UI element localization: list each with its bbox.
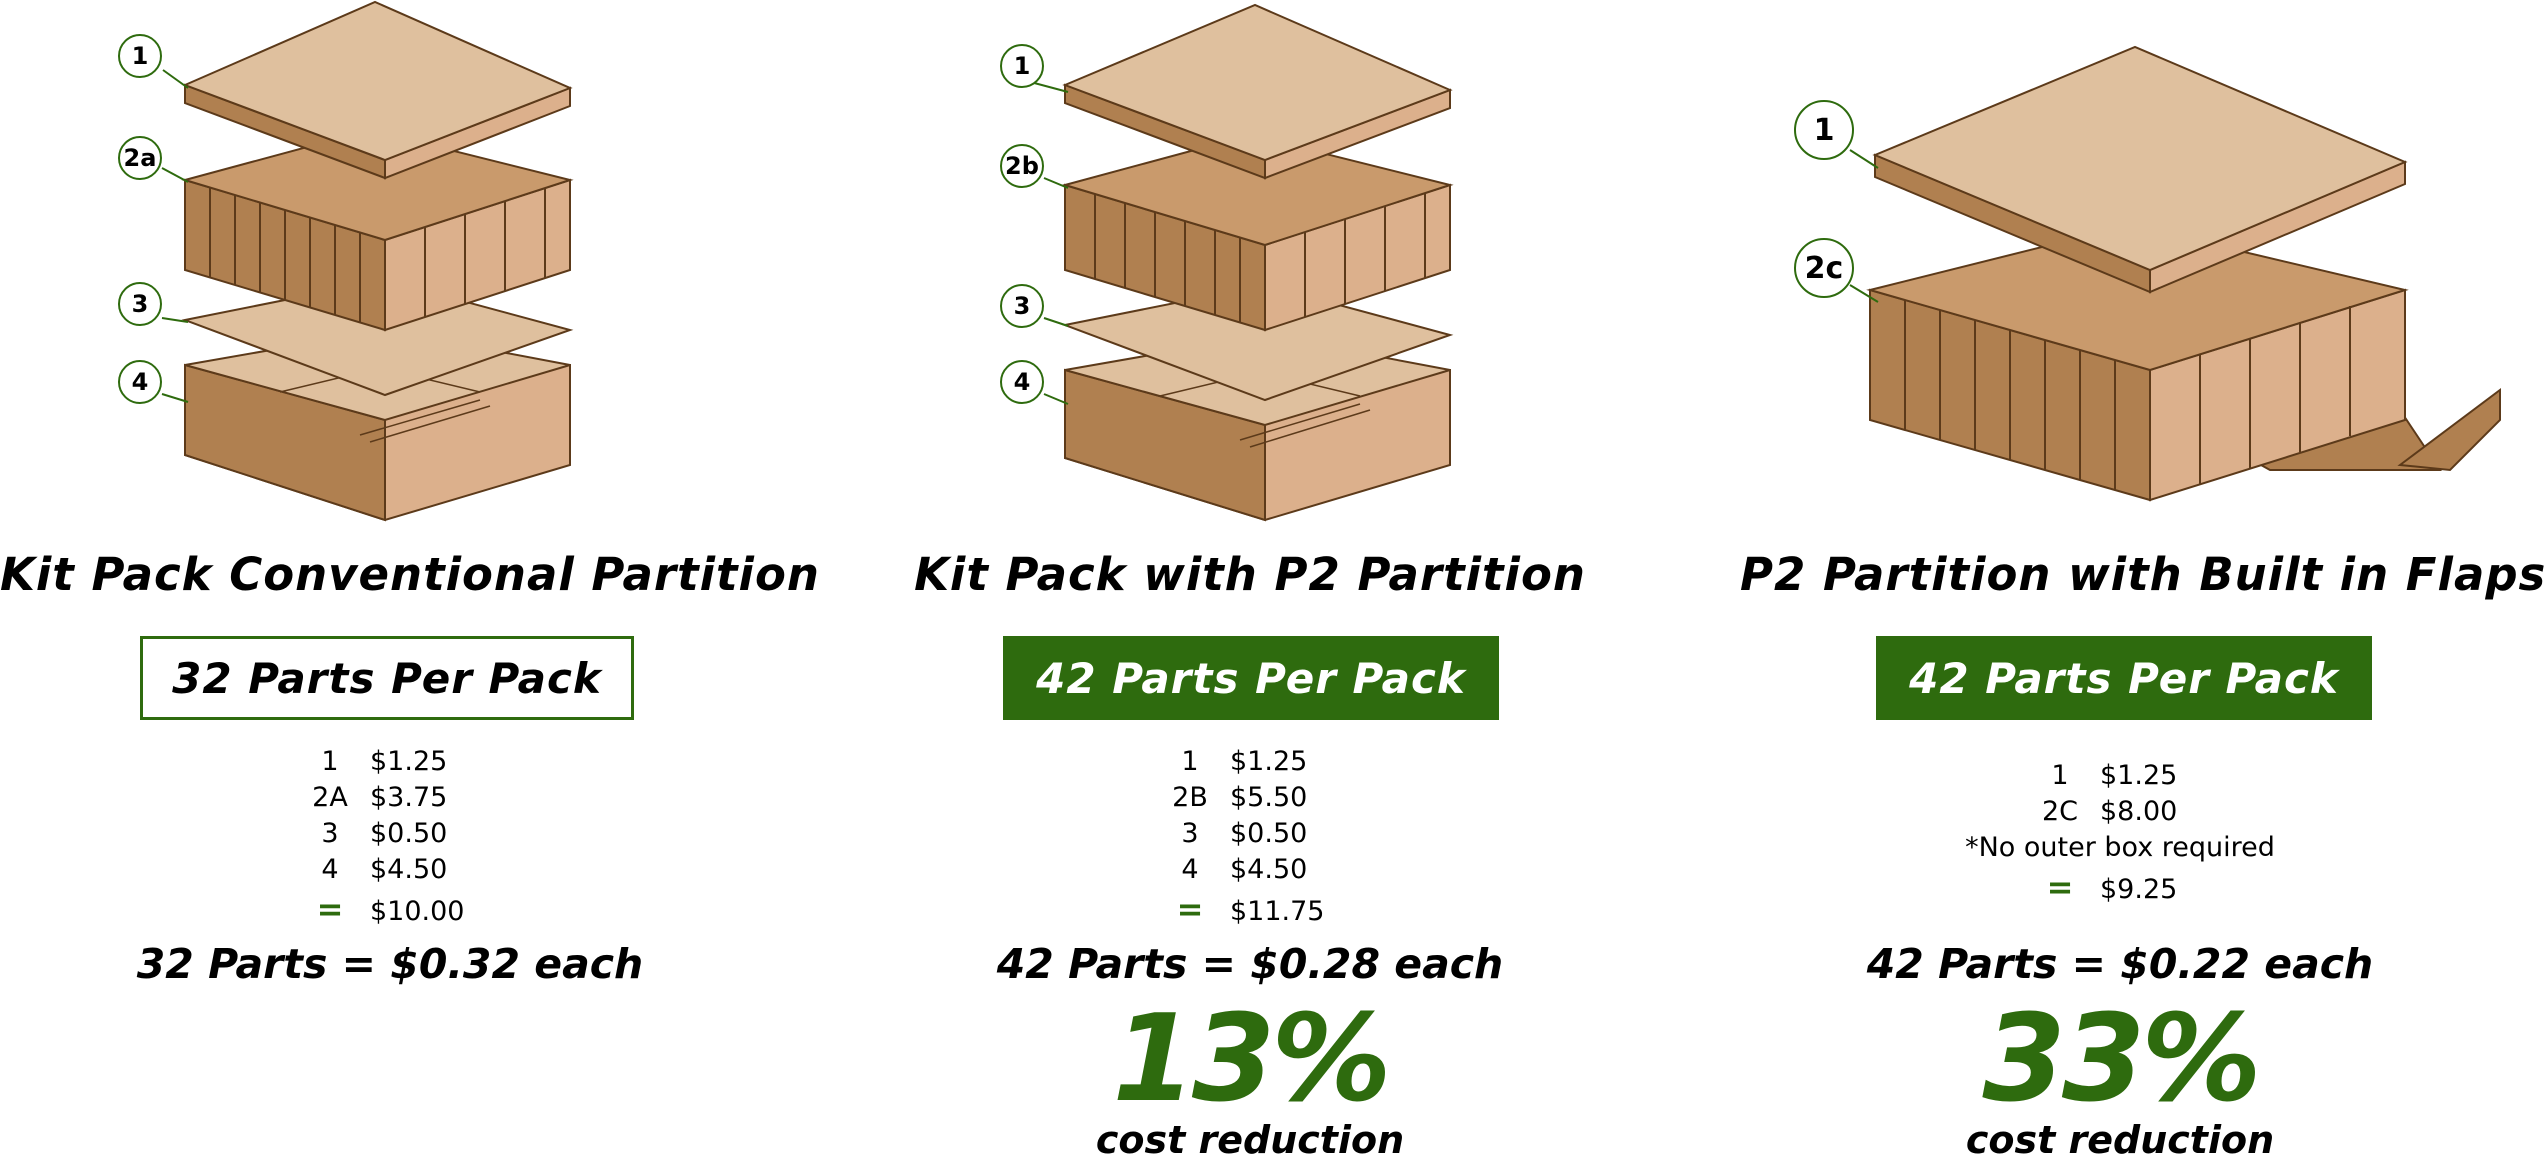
cost-breakdown: 1$1.25 2A$3.75 3$0.50 4$4.50 = $10.00	[0, 746, 780, 928]
exploded-diagram-flaps: 1 2c	[1740, 0, 2501, 540]
svg-text:2b: 2b	[1005, 152, 1039, 180]
svg-text:3: 3	[1014, 292, 1031, 320]
exploded-diagram-svg: 1 2c	[1794, 45, 2501, 502]
per-part-cost: 32 Parts = $0.32 each	[136, 940, 644, 988]
column-p2-built-in-flaps: 1 2c P2 Partition with Built in Flaps 42…	[1740, 0, 2546, 1167]
svg-text:1: 1	[1014, 52, 1031, 80]
cost-row: 1$1.25	[321, 746, 448, 777]
callout-4: 4	[1000, 360, 1069, 405]
cost-breakdown: 1$1.25 2C$8.00 *No outer box required = $…	[1740, 760, 2500, 906]
svg-text:2a: 2a	[124, 144, 157, 172]
column-title: Kit Pack with P2 Partition	[914, 548, 1586, 601]
exploded-diagram-svg: 1 2a 3 4	[118, 0, 574, 522]
per-part-cost: 42 Parts = $0.22 each	[1866, 940, 2374, 988]
parts-per-pack-badge: 42 Parts Per Pack	[1876, 636, 2372, 720]
svg-text:1: 1	[1814, 113, 1835, 148]
exploded-diagram-svg: 1 2b 3 4	[1000, 3, 1454, 522]
callout-2a: 2a	[118, 136, 189, 183]
callout-3: 3	[118, 282, 189, 326]
callout-2b: 2b	[1000, 144, 1069, 189]
lid-part	[182, 0, 573, 180]
svg-text:4: 4	[132, 368, 149, 396]
cost-row: 3$0.50	[321, 818, 448, 849]
equals-sign: =	[2046, 868, 2074, 906]
parts-per-pack-badge: 42 Parts Per Pack	[1003, 636, 1499, 720]
cost-row: 1$1.25	[1181, 746, 1308, 777]
cost-row: 2B$5.50	[1172, 782, 1308, 813]
cost-reduction-percent: 13%	[1112, 990, 1391, 1129]
cost-row: 4$4.50	[321, 854, 448, 885]
total-price: $11.75	[1230, 896, 1325, 927]
svg-text:4: 4	[1014, 368, 1031, 396]
exploded-diagram-conventional: 1 2a 3 4	[0, 0, 780, 540]
total-row: = $9.25	[1740, 868, 2500, 906]
total-row: = $10.00	[0, 890, 780, 928]
partition-part	[181, 128, 574, 332]
per-part-cost: 42 Parts = $0.28 each	[996, 940, 1504, 988]
cost-row: 2C$8.00	[2041, 796, 2178, 827]
cost-row: 4$4.50	[1181, 854, 1308, 885]
exploded-diagram-p2: 1 2b 3 4	[880, 0, 1620, 540]
partition-part	[1061, 133, 1454, 332]
equals-sign: =	[316, 890, 344, 928]
cost-reduction-label: cost reduction	[1095, 1118, 1405, 1162]
svg-text:2c: 2c	[1805, 251, 1844, 286]
cost-reduction-percent: 33%	[1982, 990, 2261, 1129]
column-p2-partition: 1 2b 3 4 Kit Pack with P2 Partition 42 P…	[880, 0, 1620, 1167]
column-title: Kit Pack Conventional Partition	[0, 548, 820, 601]
callout-4: 4	[118, 360, 189, 404]
callout-2c: 2c	[1794, 238, 1879, 303]
callout-3: 3	[1000, 284, 1069, 328]
callout-1: 1	[1794, 100, 1879, 169]
lid-part	[1872, 45, 2408, 294]
cost-reduction-label: cost reduction	[1965, 1118, 2275, 1162]
svg-text:3: 3	[132, 290, 149, 318]
svg-text:1: 1	[132, 42, 149, 70]
equals-sign: =	[1176, 890, 1204, 928]
parts-per-pack-badge: 32 Parts Per Pack	[140, 636, 634, 720]
cost-row: 2A$3.75	[312, 782, 448, 813]
cost-row: 3$0.50	[1181, 818, 1308, 849]
callout-1: 1	[1000, 44, 1069, 93]
column-title: P2 Partition with Built in Flaps	[1740, 548, 2546, 601]
total-price: $9.25	[2100, 874, 2178, 905]
partition-with-flaps-part	[1866, 223, 2501, 502]
no-outer-box-note: *No outer box required	[1965, 832, 2275, 863]
cost-row: 1$1.25	[2051, 760, 2178, 791]
total-price: $10.00	[370, 896, 465, 927]
column-conventional: 1 2a 3 4 Kit Pack Conventional Partition…	[0, 0, 820, 1167]
total-row: = $11.75	[880, 890, 1620, 928]
lid-part	[1062, 3, 1453, 180]
callout-1: 1	[118, 34, 189, 89]
cost-breakdown: 1$1.25 2B$5.50 3$0.50 4$4.50 = $11.75	[880, 746, 1620, 928]
